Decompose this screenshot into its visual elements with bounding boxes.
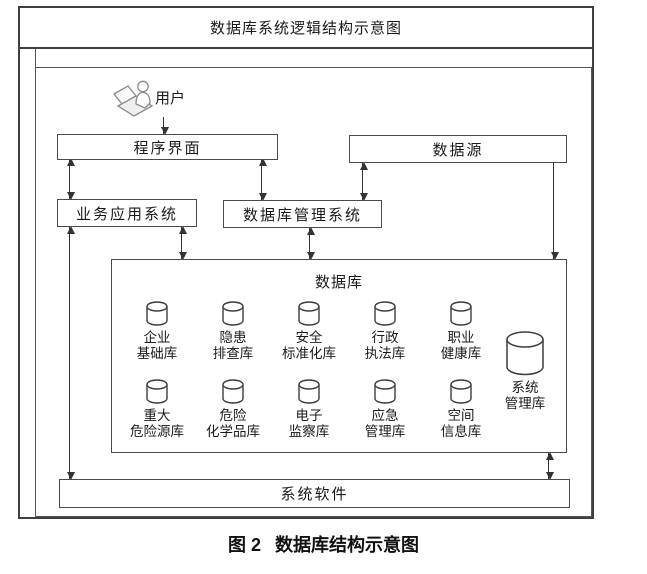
business-app-system-box: 业务应用系统 [57, 199, 197, 227]
system-software-label: 系统软件 [280, 486, 349, 503]
db-item-label: 危险 [219, 408, 247, 423]
database-cylinder-icon [222, 379, 244, 404]
arrow-program-interface-business-app [66, 158, 75, 200]
db-item-label: 监察库 [288, 424, 330, 439]
arrow-business-app-system-software [66, 226, 75, 480]
db-item-label: 企业 [143, 330, 171, 345]
db-item-label: 管理库 [364, 424, 406, 439]
arrow-user-to-program-interface [160, 117, 169, 135]
db-item-label: 标准化库 [282, 346, 336, 361]
db-item-dangerous-chemicals: 危险化学品库 [191, 378, 275, 440]
db-item-emergency-management: 应急管理库 [343, 378, 427, 440]
db-item-label: 危险源库 [130, 424, 184, 439]
database-cylinder-icon [374, 379, 396, 404]
diagram-title: 数据库系统逻辑结构示意图 [209, 20, 402, 37]
diagram-inner-frame [35, 67, 592, 517]
database-cylinder-icon [146, 301, 168, 326]
user-label: 用户 [155, 90, 186, 107]
database-box: 数据库 企业基础库 隐患排查库 安全标准化库 行政执法库 职业健康库 系统管理库 [111, 259, 567, 453]
database-cylinder-icon [298, 301, 320, 326]
arrow-data-source-to-database [550, 163, 559, 260]
db-item-occupational-health: 职业健康库 [419, 300, 503, 362]
db-item-electronic-monitor: 电子监察库 [267, 378, 351, 440]
database-cylinder-icon [222, 301, 244, 326]
figure-caption-text: 数据库结构示意图 [275, 535, 419, 555]
arrow-data-source-dbms [359, 162, 368, 201]
db-item-label: 行政 [371, 330, 399, 345]
dbms-box: 数据库管理系统 [223, 200, 382, 228]
program-interface-label: 程序界面 [133, 139, 202, 157]
db-item-label: 职业 [447, 330, 475, 345]
system-software-box: 系统软件 [59, 479, 570, 508]
database-cylinder-icon [450, 301, 472, 326]
database-cylinder-icon [146, 379, 168, 404]
db-item-label: 安全 [295, 330, 323, 345]
database-cylinder-icon [506, 331, 544, 376]
database-cylinder-icon [450, 379, 472, 404]
inner-frame-left-line [35, 49, 36, 67]
database-title: 数据库 [314, 274, 363, 291]
db-item-system-management: 系统管理库 [483, 331, 567, 412]
db-item-label: 信息库 [440, 424, 482, 439]
db-item-label: 健康库 [440, 346, 482, 361]
db-item-hazard-inspect: 隐患排查库 [191, 300, 275, 362]
business-app-system-label: 业务应用系统 [75, 205, 178, 223]
db-item-label: 排查库 [212, 346, 254, 361]
db-item-label: 应急 [371, 408, 399, 423]
arrow-database-system-software [545, 452, 554, 480]
db-item-label: 电子 [295, 408, 323, 423]
arrow-dbms-database [306, 227, 315, 260]
db-item-label: 重大 [143, 408, 171, 423]
arrow-program-interface-dbms [258, 158, 267, 201]
db-item-major-hazard: 重大危险源库 [115, 378, 199, 440]
data-source-box: 数据源 [349, 135, 567, 163]
db-item-label: 隐患 [219, 330, 247, 345]
figure-caption: 图 2 数据库结构示意图 [0, 531, 647, 557]
db-item-label: 系统 [511, 380, 539, 395]
diagram-title-bar: 数据库系统逻辑结构示意图 [18, 6, 594, 49]
db-item-enterprise-base: 企业基础库 [115, 300, 199, 362]
db-item-label: 化学品库 [206, 424, 260, 439]
user-icon [113, 80, 154, 117]
db-item-spatial-info: 空间信息库 [419, 378, 503, 440]
program-interface-box: 程序界面 [57, 134, 278, 160]
data-source-label: 数据源 [432, 141, 484, 159]
db-item-label: 执法库 [364, 346, 406, 361]
figure-caption-number: 图 2 [227, 535, 261, 555]
db-item-label: 管理库 [504, 396, 546, 411]
db-item-admin-enforcement: 行政执法库 [343, 300, 427, 362]
dbms-label: 数据库管理系统 [242, 206, 362, 224]
db-item-safety-standard: 安全标准化库 [267, 300, 351, 362]
database-cylinder-icon [298, 379, 320, 404]
arrow-business-app-database [178, 226, 187, 260]
db-item-label: 空间 [447, 408, 475, 423]
database-cylinder-icon [374, 301, 396, 326]
db-item-label: 基础库 [136, 346, 178, 361]
